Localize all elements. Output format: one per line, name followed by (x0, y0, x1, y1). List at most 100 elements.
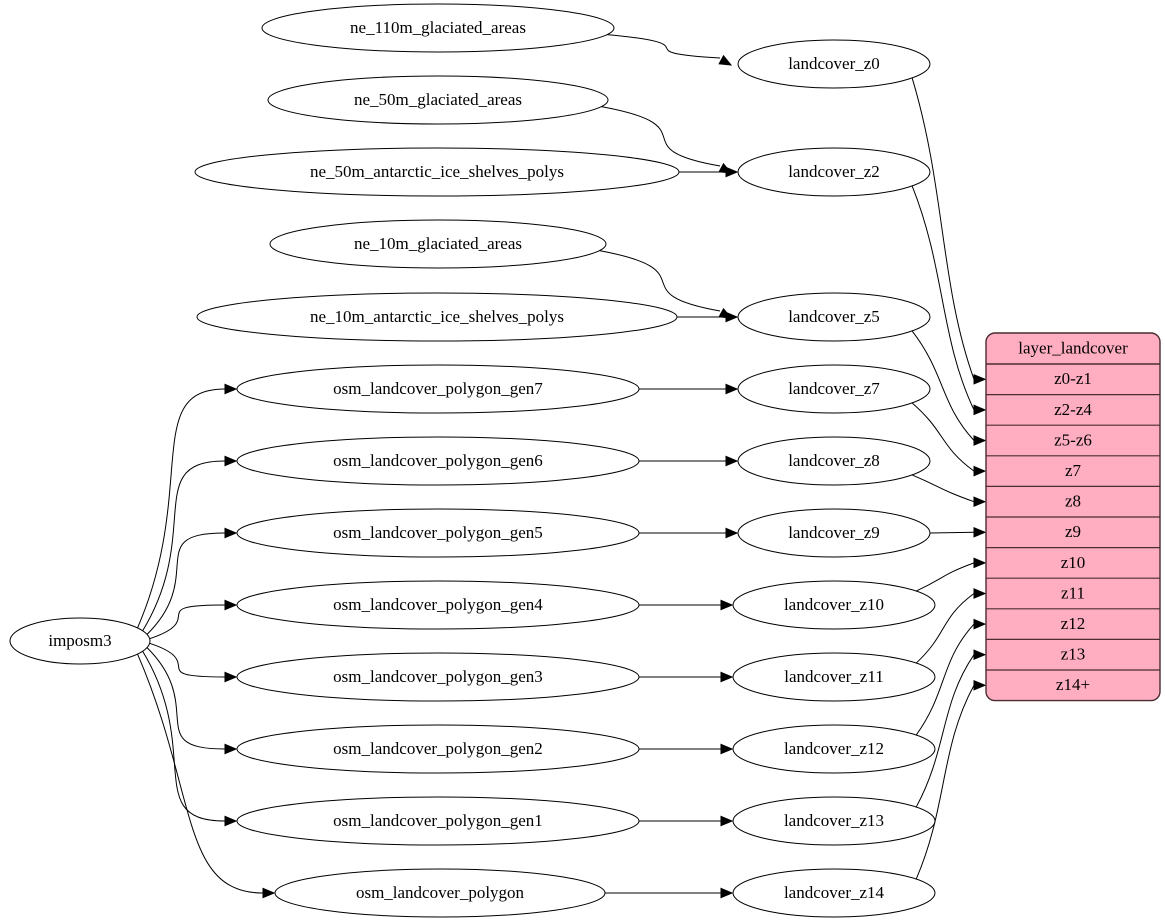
nodes-layer: imposm3 ne_110m_glaciated_areas ne_50m_gla… (9, 3, 936, 918)
table-row-label: z2-z4 (1054, 400, 1092, 419)
source-table-ellipse (236, 796, 640, 846)
edge-arrowhead (224, 599, 238, 611)
node-label: landcover_z12 (784, 739, 884, 758)
edge-arrowhead (720, 743, 734, 755)
table-row[interactable]: z12 (986, 609, 1160, 640)
node-imposm3[interactable]: imposm3 (9, 617, 151, 665)
edge-arrowhead (224, 815, 238, 827)
node-ne_10m_glaciated_areas[interactable]: ne_10m_glaciated_areas (269, 219, 607, 269)
source-table-ellipse (274, 868, 606, 918)
node-osm_landcover_polygon_gen6[interactable]: osm_landcover_polygon_gen6 (236, 436, 640, 486)
table-row-label: z11 (1061, 583, 1085, 602)
edge-arrowhead (720, 815, 734, 827)
node-label: landcover_z7 (788, 379, 880, 398)
edge-arrowhead (720, 599, 734, 611)
edge (915, 623, 975, 736)
source-table-ellipse (236, 652, 640, 702)
node-landcover_z5[interactable]: landcover_z5 (737, 292, 931, 342)
edge (142, 651, 226, 822)
edge-arrowhead (973, 618, 987, 630)
edges-layer (137, 34, 987, 899)
node-osm_landcover_polygon_gen4[interactable]: osm_landcover_polygon_gen4 (236, 580, 640, 630)
node-label: landcover_z8 (788, 451, 880, 470)
node-landcover_z7[interactable]: landcover_z7 (737, 364, 931, 414)
edge (911, 77, 975, 380)
edge-arrowhead (224, 455, 238, 467)
node-landcover_z14[interactable]: landcover_z14 (732, 868, 936, 918)
table-row[interactable]: z5-z6 (986, 425, 1160, 456)
table-row[interactable]: z14+ (986, 670, 1160, 701)
source-table-ellipse (236, 724, 640, 774)
node-landcover_z8[interactable]: landcover_z8 (737, 436, 931, 486)
node-osm_landcover_polygon_gen7[interactable]: osm_landcover_polygon_gen7 (236, 364, 640, 414)
node-landcover_z9[interactable]: landcover_z9 (737, 508, 931, 558)
source-table-ellipse (194, 147, 680, 197)
edge-arrowhead (224, 527, 238, 539)
node-label: landcover_z0 (788, 54, 880, 73)
node-landcover_z12[interactable]: landcover_z12 (732, 724, 936, 774)
edge (915, 562, 975, 592)
edge (607, 34, 721, 59)
source-table-ellipse (236, 508, 640, 558)
node-label: landcover_z10 (784, 595, 884, 614)
node-landcover_z2[interactable]: landcover_z2 (737, 147, 931, 197)
table-row-label: z12 (1061, 614, 1086, 633)
table-row[interactable]: z0-z1 (986, 364, 1160, 395)
node-label: landcover_z13 (784, 811, 884, 830)
node-ne_50m_glaciated_areas[interactable]: ne_50m_glaciated_areas (267, 75, 609, 125)
landcover-node-ellipse (732, 652, 936, 702)
node-landcover_z13[interactable]: landcover_z13 (732, 796, 936, 846)
node-osm_landcover_polygon_gen3[interactable]: osm_landcover_polygon_gen3 (236, 652, 640, 702)
table-row[interactable]: z2-z4 (986, 395, 1160, 426)
table-row-label: z13 (1061, 645, 1086, 664)
source-table-ellipse (267, 75, 609, 125)
node-label: osm_landcover_polygon_gen4 (333, 595, 543, 614)
node-label: osm_landcover_polygon_gen6 (333, 451, 543, 470)
node-label: landcover_z2 (788, 162, 880, 181)
node-osm_landcover_polygon_gen2[interactable]: osm_landcover_polygon_gen2 (236, 724, 640, 774)
edge-arrowhead (973, 526, 987, 538)
landcover-node-ellipse (737, 436, 931, 486)
edge-arrowhead (973, 435, 987, 446)
node-label: ne_110m_glaciated_areas (350, 18, 526, 37)
edge-arrowhead (973, 557, 987, 569)
node-label: osm_landcover_polygon_gen3 (333, 667, 543, 686)
node-landcover_z11[interactable]: landcover_z11 (732, 652, 936, 702)
edge (929, 531, 976, 534)
table-row[interactable]: z8 (986, 486, 1160, 517)
node-landcover_z0[interactable]: landcover_z0 (737, 39, 931, 89)
edge (915, 593, 975, 664)
source-table-ellipse (236, 580, 640, 630)
table-row[interactable]: z7 (986, 456, 1160, 487)
edge (911, 474, 975, 503)
table-row[interactable]: z9 (986, 517, 1160, 548)
landcover-node-ellipse (732, 796, 936, 846)
source-table-ellipse (236, 364, 640, 414)
landcover-node-ellipse (737, 364, 931, 414)
edge-arrowhead (973, 679, 987, 691)
node-osm_landcover_polygon_gen5[interactable]: osm_landcover_polygon_gen5 (236, 508, 640, 558)
edge-arrowhead (224, 383, 238, 395)
edge (146, 532, 226, 635)
table-row[interactable]: z11 (986, 578, 1160, 609)
edge (911, 402, 975, 472)
table-row-label: z9 (1065, 522, 1081, 541)
node-osm_landcover_polygon[interactable]: osm_landcover_polygon (274, 868, 606, 918)
node-landcover_z10[interactable]: landcover_z10 (732, 580, 936, 630)
node-ne_50m_antarctic_ice_shelves_polys[interactable]: ne_50m_antarctic_ice_shelves_polys (194, 147, 680, 197)
edge (137, 388, 226, 629)
node-label: ne_50m_antarctic_ice_shelves_polys (310, 162, 564, 181)
table-row[interactable]: z10 (986, 548, 1160, 579)
table-row[interactable]: z13 (986, 639, 1160, 670)
edge-arrowhead (262, 887, 276, 899)
source-table-ellipse (196, 292, 678, 342)
node-ne_10m_antarctic_ice_shelves_polys[interactable]: ne_10m_antarctic_ice_shelves_polys (196, 292, 678, 342)
source-table-ellipse (261, 3, 615, 53)
node-ne_110m_glaciated_areas[interactable]: ne_110m_glaciated_areas (261, 3, 615, 53)
node-label: landcover_z9 (788, 523, 880, 542)
node-osm_landcover_polygon_gen1[interactable]: osm_landcover_polygon_gen1 (236, 796, 640, 846)
edge-arrowhead (973, 465, 987, 477)
edge (599, 250, 721, 312)
node-label: landcover_z5 (788, 307, 880, 326)
